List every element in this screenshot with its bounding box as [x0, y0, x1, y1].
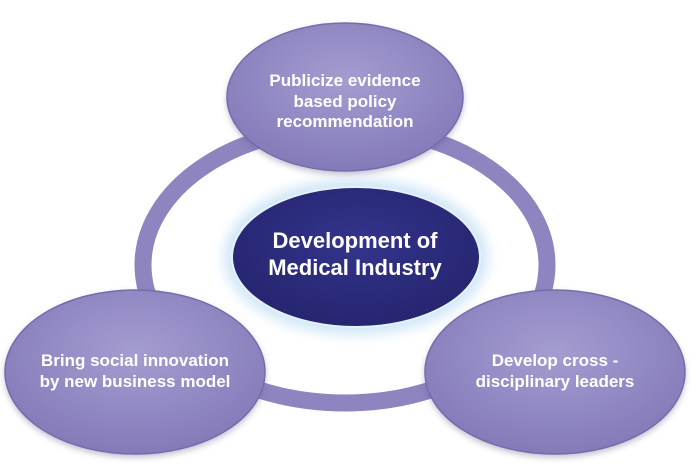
center-node-label: Development of Medical Industry [268, 228, 442, 280]
center-node [231, 186, 481, 328]
node-left [4, 289, 266, 455]
node-right [424, 289, 686, 455]
node-top [226, 22, 464, 172]
node-right-label: Develop cross - disciplinary leaders [475, 351, 635, 391]
node-left-label: Bring social innovation by new business … [39, 351, 231, 391]
node-top-label: Publicize evidence based policy recommen… [269, 70, 421, 132]
